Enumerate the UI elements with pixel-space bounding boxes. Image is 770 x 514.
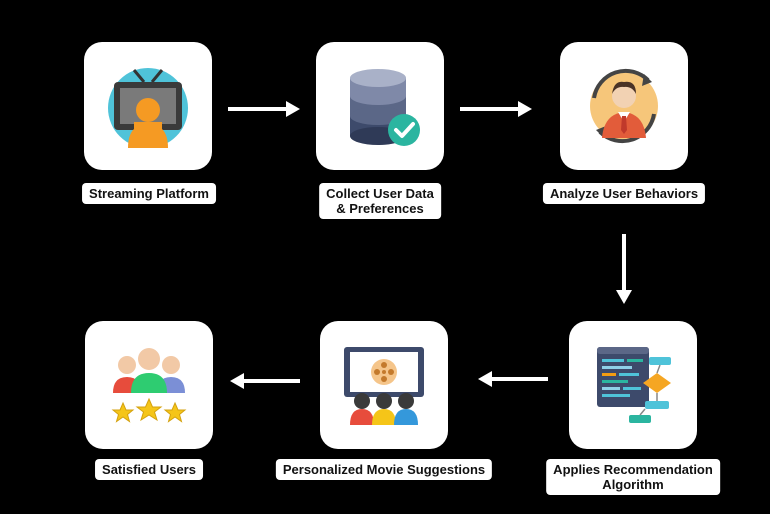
- label-personalized-movie-suggestions: Personalized Movie Suggestions: [275, 459, 493, 480]
- arrow-right-icon: [460, 101, 532, 117]
- card-applies-recommendation-algorithm: [569, 321, 697, 449]
- card-personalized-movie-suggestions: [320, 321, 448, 449]
- database-check-icon: [350, 69, 420, 146]
- arrow-right-icon: [228, 101, 300, 117]
- card-satisfied-users: [85, 321, 213, 449]
- card-streaming-platform: [84, 42, 212, 170]
- label-streaming-platform: Streaming Platform: [82, 183, 216, 204]
- arrow-left-icon: [230, 373, 300, 389]
- users-stars-icon: [111, 348, 187, 423]
- label-satisfied-users: Satisfied Users: [95, 459, 203, 480]
- label-applies-recommendation-algorithm: Applies Recommendation Algorithm: [546, 459, 720, 495]
- card-collect-user-data: [316, 42, 444, 170]
- tv-viewer-icon: [108, 68, 188, 148]
- user-analysis-icon: [590, 68, 658, 144]
- arrow-down-icon: [616, 234, 632, 304]
- label-analyze-user-behaviors: Analyze User Behaviors: [542, 183, 706, 204]
- cinema-audience-icon: [344, 347, 424, 425]
- flowchart-code-icon: [597, 347, 671, 423]
- arrow-left-icon: [478, 371, 548, 387]
- label-collect-user-data: Collect User Data & Preferences: [319, 183, 441, 219]
- card-analyze-user-behaviors: [560, 42, 688, 170]
